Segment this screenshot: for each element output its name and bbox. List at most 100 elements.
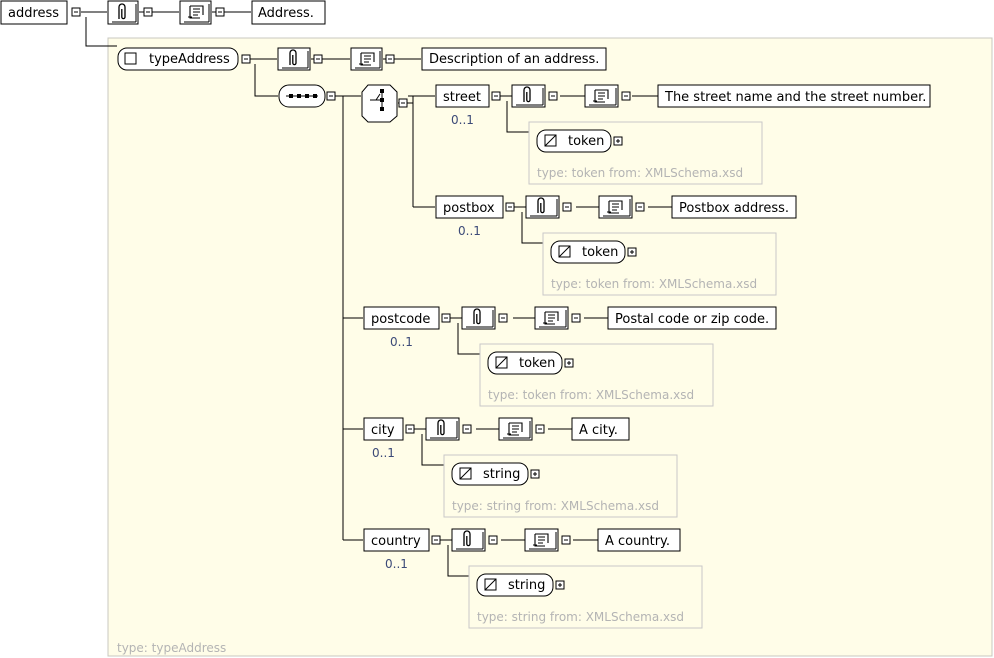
element-postbox: postbox 0..1 Postbox address. token type: to… xyxy=(435,195,797,296)
annotation-paperclip-icon[interactable] xyxy=(511,84,546,108)
documentation-scroll-icon[interactable] xyxy=(498,417,533,441)
collapse-icon[interactable] xyxy=(571,313,581,323)
collapse-icon[interactable] xyxy=(71,7,81,17)
collapse-icon[interactable] xyxy=(441,313,451,323)
collapse-icon[interactable] xyxy=(385,54,395,64)
simple-type-name: string xyxy=(508,578,545,593)
expand-icon[interactable] xyxy=(627,247,637,257)
type-info-text: type: string from: XMLSchema.xsd xyxy=(477,610,684,624)
type-info-text: type: token from: XMLSchema.xsd xyxy=(488,388,694,402)
element-box[interactable]: postbox xyxy=(435,195,504,219)
type-info-box: token type: token from: XMLSchema.xsd xyxy=(542,232,777,296)
occurrence-label: 0..1 xyxy=(390,335,413,349)
svg-text:Description of an address.: Description of an address. xyxy=(429,52,599,67)
simple-type-icon xyxy=(558,245,571,258)
choice-icon[interactable] xyxy=(361,84,398,123)
complex-type-typeAddress[interactable]: typeAddress xyxy=(117,47,239,71)
sequence-icon[interactable] xyxy=(278,84,326,108)
occurrence-label: 0..1 xyxy=(458,224,481,238)
collapse-icon[interactable] xyxy=(398,98,408,108)
documentation-text-box: A city. xyxy=(571,417,630,441)
occurrence-label: 0..1 xyxy=(385,557,408,571)
complex-type-footer: type: typeAddress xyxy=(117,641,226,655)
type-info-text: type: token from: XMLSchema.xsd xyxy=(551,277,757,291)
element-box[interactable]: city xyxy=(363,417,404,441)
collapse-icon[interactable] xyxy=(635,202,645,212)
collapse-icon[interactable] xyxy=(431,535,441,545)
element-postcode: postcode 0..1 Postal code or zip code. toke… xyxy=(363,306,777,407)
collapse-icon[interactable] xyxy=(535,424,545,434)
element-name: street xyxy=(443,90,481,105)
collapse-icon[interactable] xyxy=(215,7,225,17)
element-box[interactable]: postcode xyxy=(363,306,440,330)
collapse-icon[interactable] xyxy=(491,91,501,101)
expand-icon[interactable] xyxy=(564,358,574,368)
collapse-icon[interactable] xyxy=(561,535,571,545)
annotation-paperclip-icon[interactable] xyxy=(451,528,486,552)
element-name: city xyxy=(371,423,395,438)
element-name: country xyxy=(371,534,421,549)
documentation-scroll-icon[interactable] xyxy=(584,84,619,108)
simple-type-icon xyxy=(544,134,557,147)
collapse-icon[interactable] xyxy=(498,313,508,323)
svg-text:A city.: A city. xyxy=(579,423,618,438)
expand-icon[interactable] xyxy=(530,469,540,479)
element-box[interactable]: street xyxy=(435,84,490,108)
simple-type-icon xyxy=(459,467,472,480)
simple-type-name: string xyxy=(483,467,520,482)
documentation-scroll-icon[interactable] xyxy=(524,528,559,552)
svg-text:A country.: A country. xyxy=(605,534,670,549)
annotation-paperclip-icon[interactable] xyxy=(425,417,460,441)
collapse-icon[interactable] xyxy=(621,91,631,101)
documentation-text-box: A country. xyxy=(597,528,681,552)
collapse-icon[interactable] xyxy=(548,91,558,101)
collapse-icon[interactable] xyxy=(326,91,336,101)
annotation-paperclip-icon[interactable] xyxy=(461,306,496,330)
element-name: postcode xyxy=(371,312,430,327)
element-address[interactable]: address xyxy=(0,0,68,25)
svg-text:Postal code or zip code.: Postal code or zip code. xyxy=(615,312,769,327)
type-info-text: type: token from: XMLSchema.xsd xyxy=(537,166,743,180)
complex-type-name: typeAddress xyxy=(149,52,230,67)
collapse-icon[interactable] xyxy=(313,54,323,64)
documentation-scroll-icon[interactable] xyxy=(598,195,633,219)
simple-type-token[interactable]: token xyxy=(487,351,563,375)
simple-type-token[interactable]: token xyxy=(550,240,626,264)
annotation-paperclip-icon[interactable] xyxy=(525,195,560,219)
simple-type-string[interactable]: string xyxy=(451,462,529,486)
element-name: address xyxy=(8,6,59,21)
documentation-text-box: Address. xyxy=(251,0,326,25)
svg-text:The street name and the street: The street name and the street number. xyxy=(664,90,926,105)
collapse-icon[interactable] xyxy=(462,424,472,434)
simple-type-icon xyxy=(495,356,508,369)
documentation-text-box: Postal code or zip code. xyxy=(607,306,777,330)
collapse-icon[interactable] xyxy=(241,54,251,64)
documentation-text-box: The street name and the street number. xyxy=(657,84,931,108)
svg-text:Postbox address.: Postbox address. xyxy=(679,201,789,216)
collapse-icon[interactable] xyxy=(488,535,498,545)
documentation-scroll-icon[interactable] xyxy=(534,306,569,330)
svg-text:Address.: Address. xyxy=(258,6,314,21)
annotation-paperclip-icon[interactable] xyxy=(277,47,311,71)
occurrence-label: 0..1 xyxy=(372,446,395,460)
expand-icon[interactable] xyxy=(555,580,565,590)
simple-type-name: token xyxy=(582,245,618,260)
type-info-box: token type: token from: XMLSchema.xsd xyxy=(528,121,763,185)
collapse-icon[interactable] xyxy=(562,202,572,212)
collapse-icon[interactable] xyxy=(143,7,153,17)
documentation-scroll-icon[interactable] xyxy=(179,0,212,25)
collapse-icon[interactable] xyxy=(405,424,415,434)
annotation-paperclip-icon[interactable] xyxy=(107,0,144,25)
collapse-icon[interactable] xyxy=(505,202,515,212)
type-info-box: token type: token from: XMLSchema.xsd xyxy=(479,343,714,407)
element-country: country 0..1 A country. string type: string … xyxy=(363,528,703,629)
simple-type-token[interactable]: token xyxy=(536,129,612,153)
documentation-text-box: Description of an address. xyxy=(421,47,607,71)
type-info-box: string type: string from: XMLSchema.xsd xyxy=(468,565,703,629)
simple-type-string[interactable]: string xyxy=(476,573,554,597)
documentation-scroll-icon[interactable] xyxy=(350,47,383,71)
element-box[interactable]: country xyxy=(363,528,430,552)
expand-icon[interactable] xyxy=(613,136,623,146)
